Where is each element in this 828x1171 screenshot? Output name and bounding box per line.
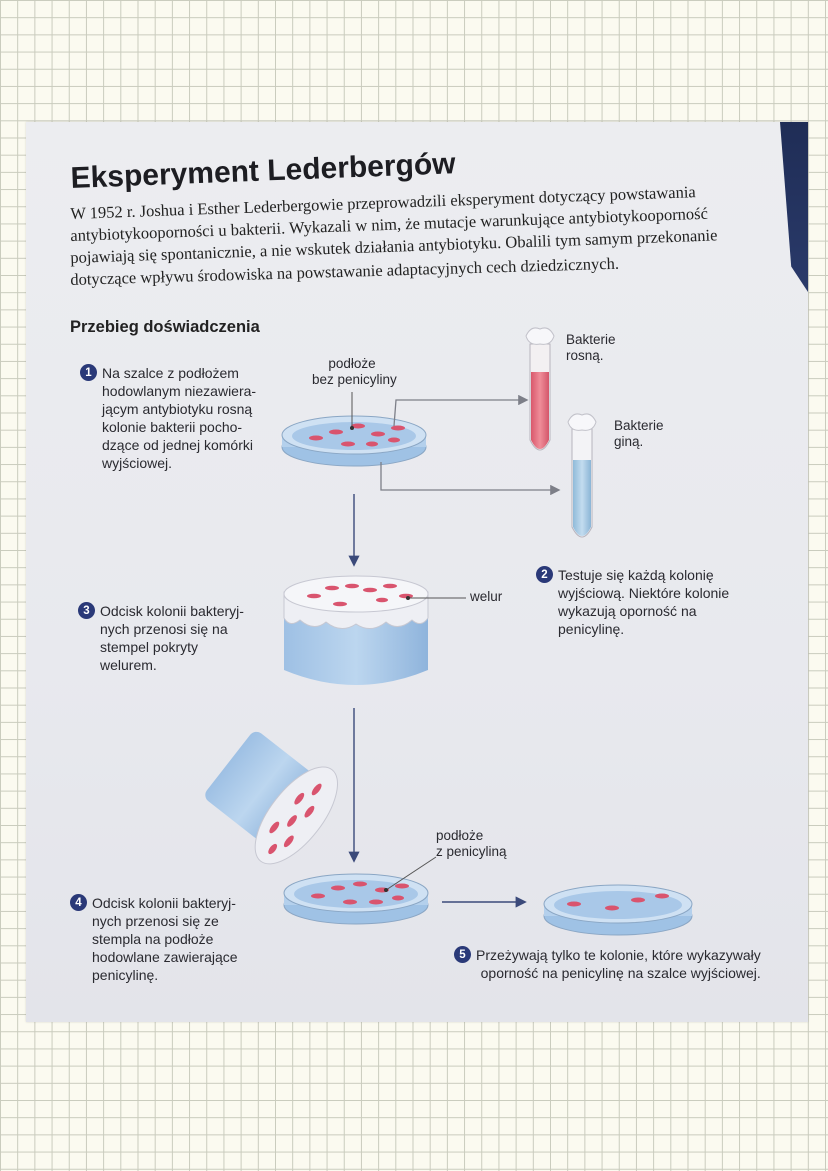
step-1: 1 Na szalce z podłożem hodowlanym niezaw… bbox=[80, 364, 256, 472]
step-badge: 3 bbox=[78, 602, 95, 619]
step-3: 3 Odcisk kolonii bakteryj- nych przenosi… bbox=[78, 602, 244, 674]
step-2: 2 Testuje się każdą kolonię wyjściową. N… bbox=[536, 566, 729, 638]
label-bacteria-grow: Bakterie rosną. bbox=[566, 332, 616, 363]
label-bacteria-die: Bakterie giną. bbox=[614, 418, 664, 449]
step-badge: 2 bbox=[536, 566, 553, 583]
step-badge: 1 bbox=[80, 364, 97, 381]
petri-dish-result bbox=[543, 884, 693, 936]
experiment-diagram bbox=[205, 327, 693, 936]
step-badge: 5 bbox=[454, 946, 471, 963]
petri-dish-original bbox=[281, 415, 427, 467]
test-tube-bacteria-die bbox=[567, 413, 597, 538]
label-velvet: welur bbox=[470, 589, 503, 604]
label-medium-no-penicillin: podłoże bez penicyliny bbox=[312, 356, 397, 387]
label-medium-penicillin: podłoże z penicyliną bbox=[436, 828, 507, 859]
section-subtitle: Przebieg doświadczenia bbox=[70, 318, 260, 336]
textbook-page: Eksperyment Lederbergów W 1952 r. Joshua… bbox=[26, 122, 808, 1022]
tilted-velvet-stamp bbox=[205, 731, 339, 865]
step-4: 4 Odcisk kolonii bakteryj- nych przenosi… bbox=[70, 894, 238, 984]
petri-dish-penicillin bbox=[283, 873, 429, 925]
step-5: 5 Przeżywają tylko te kolonie, które wyk… bbox=[454, 946, 761, 982]
velvet-stamp bbox=[283, 575, 429, 685]
step-badge: 4 bbox=[70, 894, 87, 911]
test-tube-bacteria-grow bbox=[525, 327, 555, 451]
